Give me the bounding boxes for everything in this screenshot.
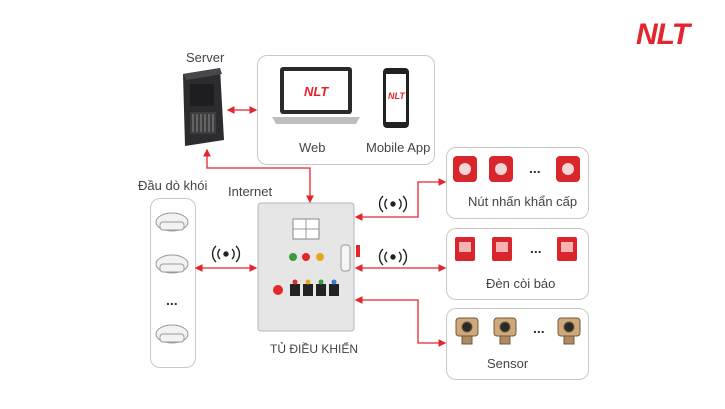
web-label: Web <box>299 140 326 155</box>
ellipsis-detectors: ... <box>166 292 178 308</box>
internet-label: Internet <box>228 184 273 199</box>
server-panel-link <box>203 148 314 204</box>
smoke-detector-label: Đầu dò khói <box>138 178 208 193</box>
smoke-detector-icon <box>155 212 189 344</box>
phone-screen-logo: NLT <box>388 91 405 101</box>
siren-label: Đèn còi báo <box>486 276 556 291</box>
wireless-signal-icon <box>211 195 408 266</box>
gas-sensor-icon <box>455 317 581 345</box>
laptop-icon <box>272 67 360 124</box>
mobile-app-label: Mobile App <box>366 140 431 155</box>
server-icon <box>183 68 224 146</box>
emergency-button-label: Nút nhấn khẩn cấp <box>468 194 578 209</box>
panel-button-link <box>354 178 447 221</box>
siren-light-icon <box>455 237 577 261</box>
phone-icon <box>383 68 409 128</box>
ellipsis-buttons: ... <box>529 160 541 176</box>
ellipsis-sensors: ... <box>533 320 545 336</box>
sensor-label: Sensor <box>487 356 529 371</box>
panel-sensor-link <box>354 296 447 347</box>
panel-label: TỦ ĐIỀU KHIỂN <box>270 342 359 356</box>
ellipsis-sirens: ... <box>530 240 542 256</box>
server-label: Server <box>186 50 225 65</box>
control-panel-icon <box>257 202 360 332</box>
laptop-screen-logo: NLT <box>304 84 329 99</box>
alarm-button-icon <box>453 156 580 182</box>
brand-logo: NLT <box>636 18 690 51</box>
